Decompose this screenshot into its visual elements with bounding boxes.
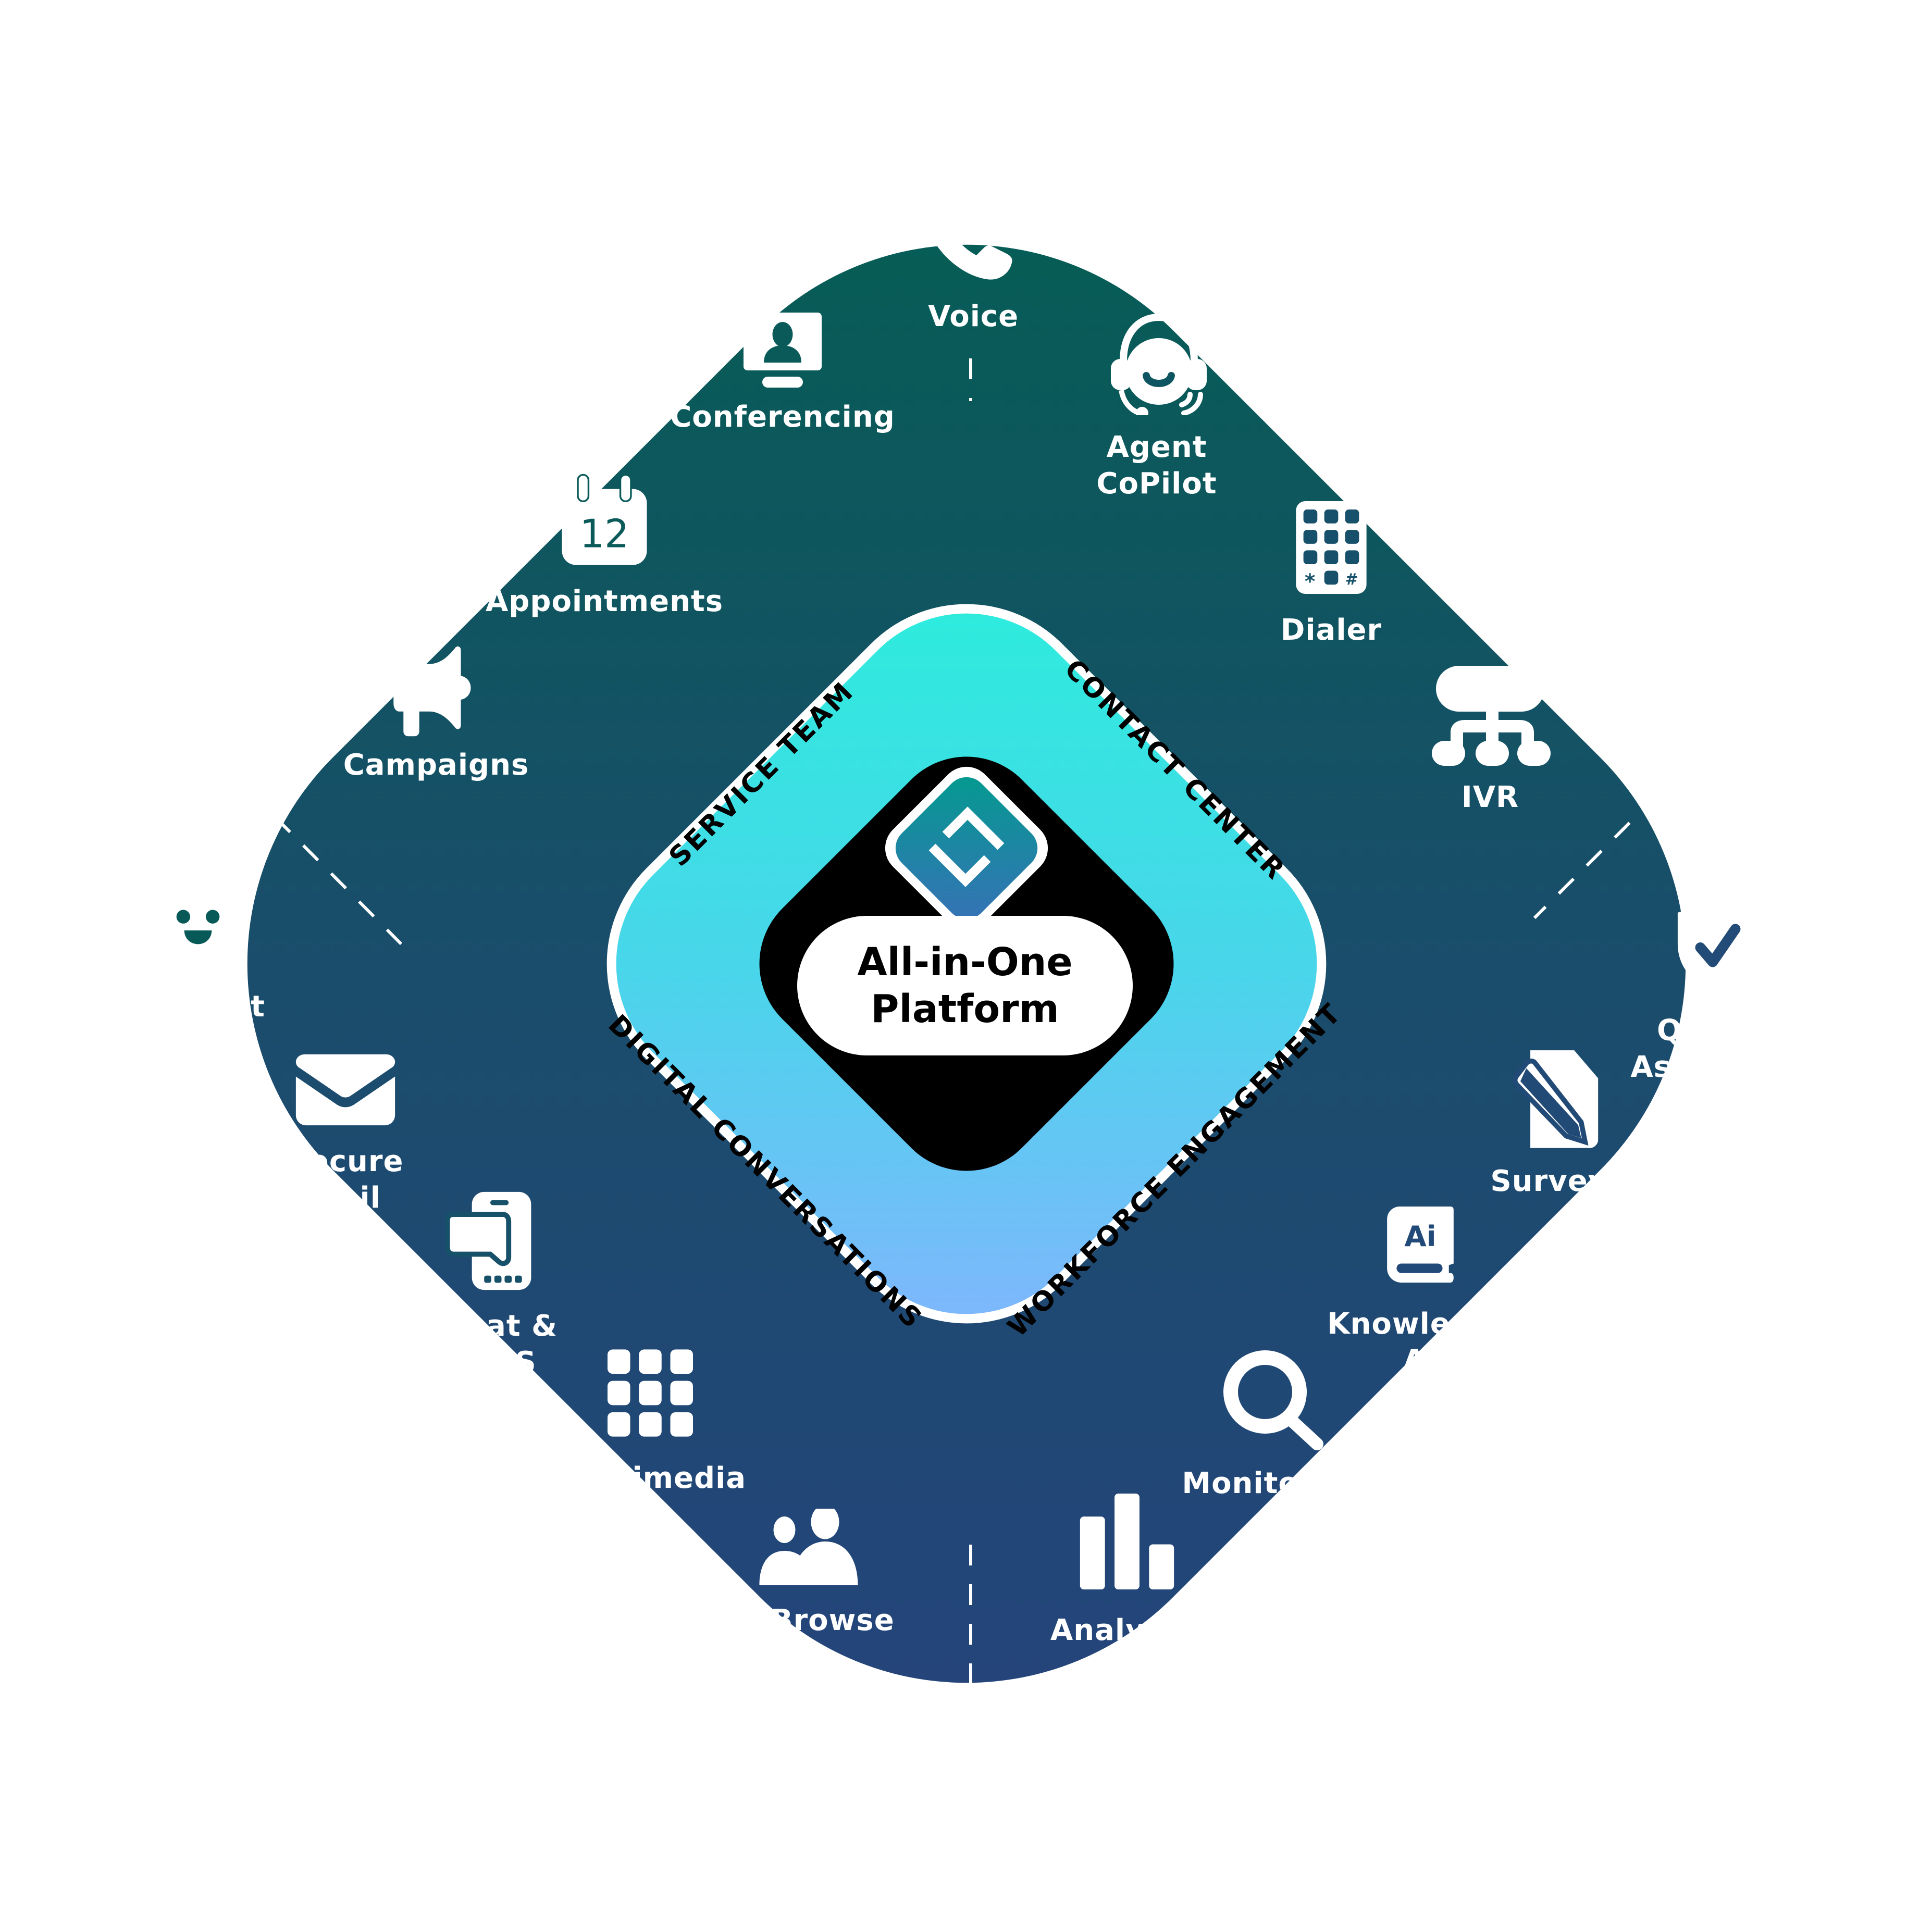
- feature-label: Monitoring: [1182, 1466, 1367, 1500]
- feature-label: Campaigns: [343, 748, 529, 782]
- grid-icon: [608, 1349, 693, 1437]
- center-platform-badge: All-in-One Platform: [797, 916, 1133, 1055]
- brand-diamond-logo: [885, 766, 1048, 930]
- envelope-icon: [295, 1054, 395, 1126]
- feature-label: Knowledge AI: [1327, 1307, 1514, 1377]
- svg-text:#: #: [1345, 570, 1358, 589]
- magnifier-icon: [1223, 1350, 1323, 1450]
- video-conference-icon: [744, 313, 822, 388]
- bar-chart-icon: [1080, 1494, 1174, 1589]
- feature-label: Conferencing: [670, 400, 895, 434]
- center-title: All-in-One Platform: [857, 940, 1073, 1031]
- keypad-icon: * #: [1296, 501, 1367, 594]
- calendar-icon: 12: [562, 474, 647, 565]
- divider-lines: [246, 116, 1687, 1808]
- feature-label: Quality Assurance (QA): [1630, 1014, 1805, 1121]
- ai-book-icon: Ai: [1387, 1207, 1454, 1283]
- feature-label: Appointments: [485, 585, 724, 618]
- ivr-tree-icon: [1432, 666, 1551, 766]
- feature-label: CoBrowse: [728, 1603, 895, 1637]
- survey-pencil-icon: [1512, 1050, 1599, 1148]
- phone-icon: [925, 185, 1020, 280]
- feature-label: Voice: [927, 300, 1019, 333]
- megaphone-icon: [393, 646, 471, 737]
- feature-label: Chatbot IVA: [131, 990, 265, 1060]
- feature-label: Surveys: [1490, 1164, 1626, 1198]
- feature-label: Multimedia: [556, 1461, 747, 1495]
- chatbot-icon: [153, 877, 243, 970]
- shield-check-icon: [1677, 894, 1758, 993]
- feature-label: Chat & SMS: [443, 1309, 558, 1379]
- feature-label: Agent CoPilot: [1096, 430, 1217, 501]
- feature-label: Dialer: [1280, 613, 1382, 647]
- svg-text:*: *: [1305, 570, 1315, 593]
- feature-label: IVR: [1461, 780, 1519, 814]
- feature-label: Secure Mail: [287, 1145, 404, 1215]
- feature-label: Analytics: [1050, 1613, 1206, 1647]
- ai-text: Ai: [1404, 1220, 1436, 1253]
- mobile-chat-icon: [445, 1191, 531, 1290]
- users-icon: [759, 1509, 858, 1585]
- headset-agent-icon: [1111, 313, 1207, 415]
- calendar-day: 12: [579, 512, 629, 557]
